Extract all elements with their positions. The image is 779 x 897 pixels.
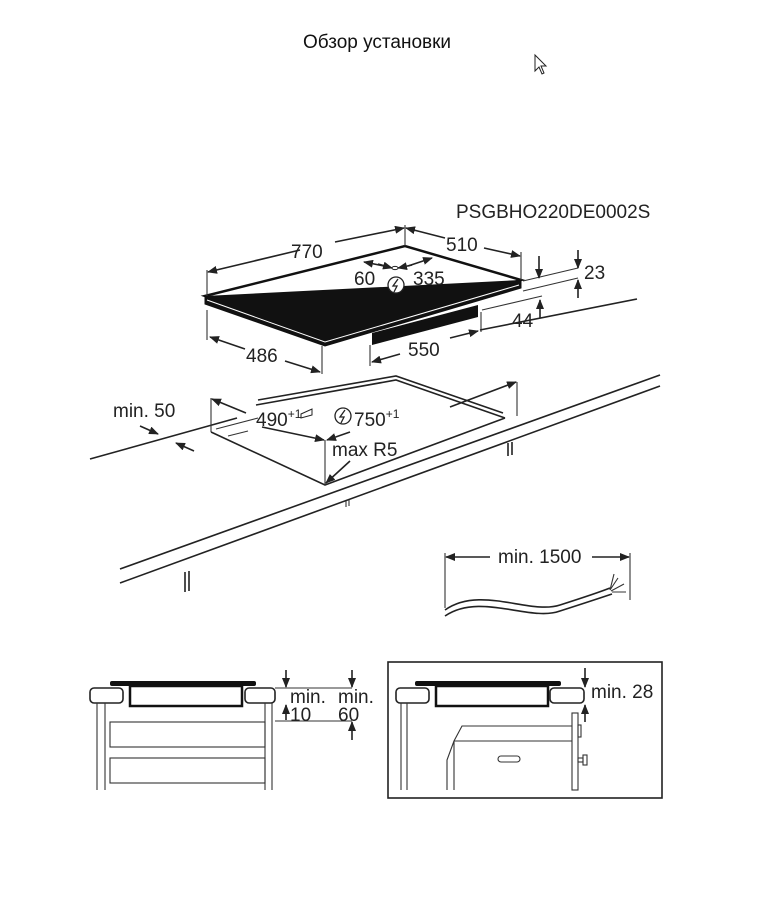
- cable: [444, 553, 631, 617]
- gap-label-1: min.: [290, 687, 326, 708]
- dim-486: 486: [246, 346, 278, 367]
- side-view-oven: [387, 661, 663, 799]
- dim-max-r5: max R5: [332, 440, 397, 461]
- dim-cable-length: min. 1500: [498, 547, 581, 568]
- gap-value-10: 10: [290, 705, 311, 726]
- model-code: PSGBHO220DE0002S: [456, 202, 650, 223]
- dim-60: 60: [354, 269, 375, 290]
- power-connection-icon: [387, 276, 405, 294]
- gap-min-28: min. 28: [591, 682, 653, 703]
- dim-750: 750+1: [354, 407, 400, 431]
- power-connection-icon: [334, 407, 352, 425]
- hob-dimension-lines: [206, 225, 582, 374]
- dim-min-50: min. 50: [113, 401, 175, 422]
- dim-490: 490+1: [256, 407, 302, 431]
- worktop-cutout: [89, 298, 661, 592]
- dim-23: 23: [584, 263, 605, 284]
- dim-770: 770: [291, 242, 323, 263]
- hob-isometric: [200, 244, 526, 347]
- side-view-drawers: [89, 670, 356, 790]
- mouse-cursor-icon: [534, 53, 548, 75]
- gap-value-60: 60: [338, 705, 359, 726]
- gap-label-2: min.: [338, 687, 374, 708]
- dim-550: 550: [408, 340, 440, 361]
- dim-510: 510: [446, 235, 478, 256]
- dim-335: 335: [413, 269, 445, 290]
- page-title: Обзор установки: [302, 32, 452, 53]
